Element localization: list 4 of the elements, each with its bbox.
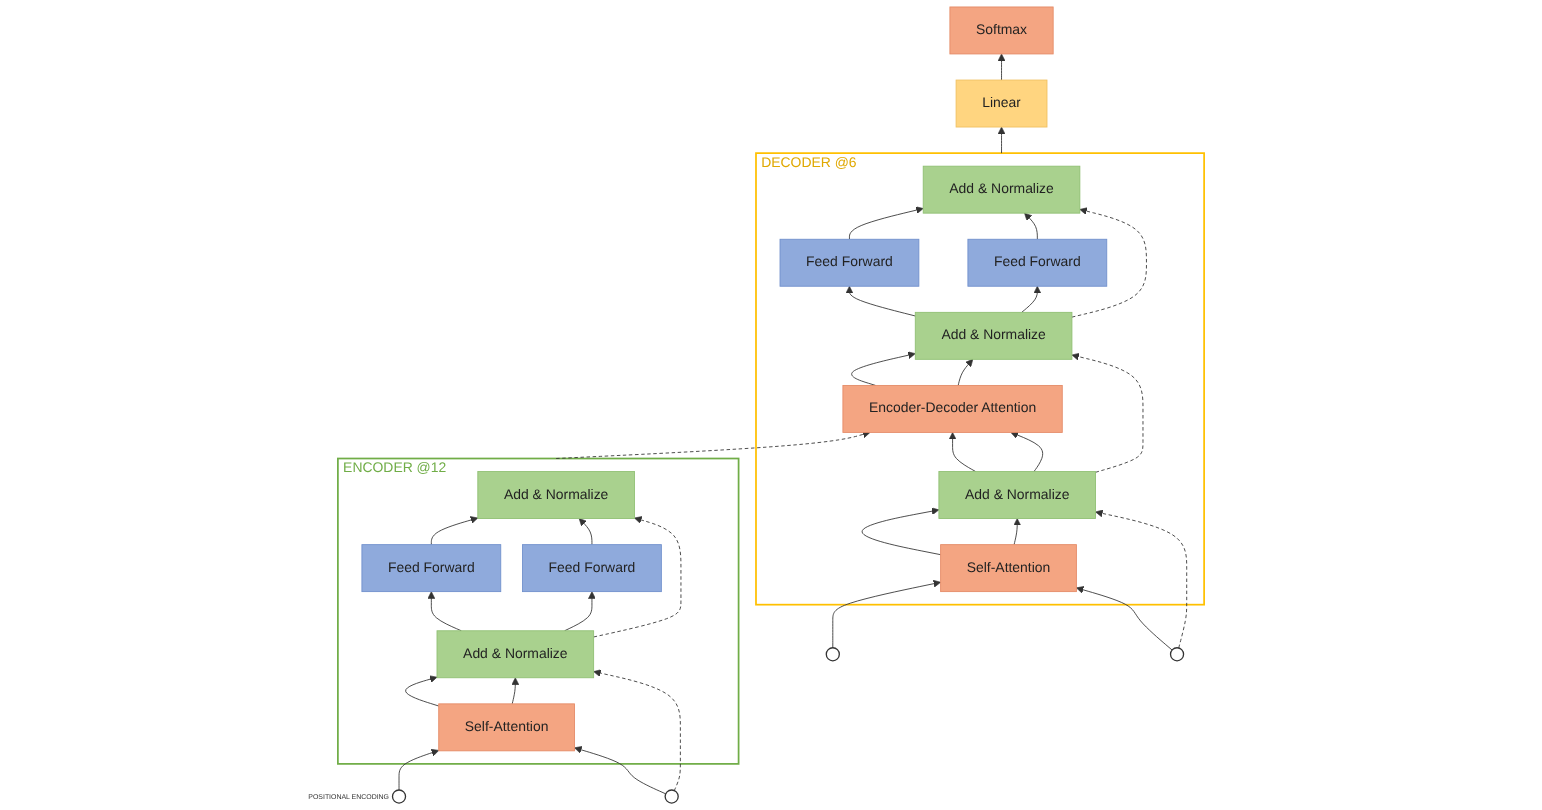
- node-circle: [1169, 647, 1185, 662]
- node-circle: [391, 789, 407, 804]
- node-circle: [664, 789, 679, 804]
- node-circle: [825, 647, 840, 662]
